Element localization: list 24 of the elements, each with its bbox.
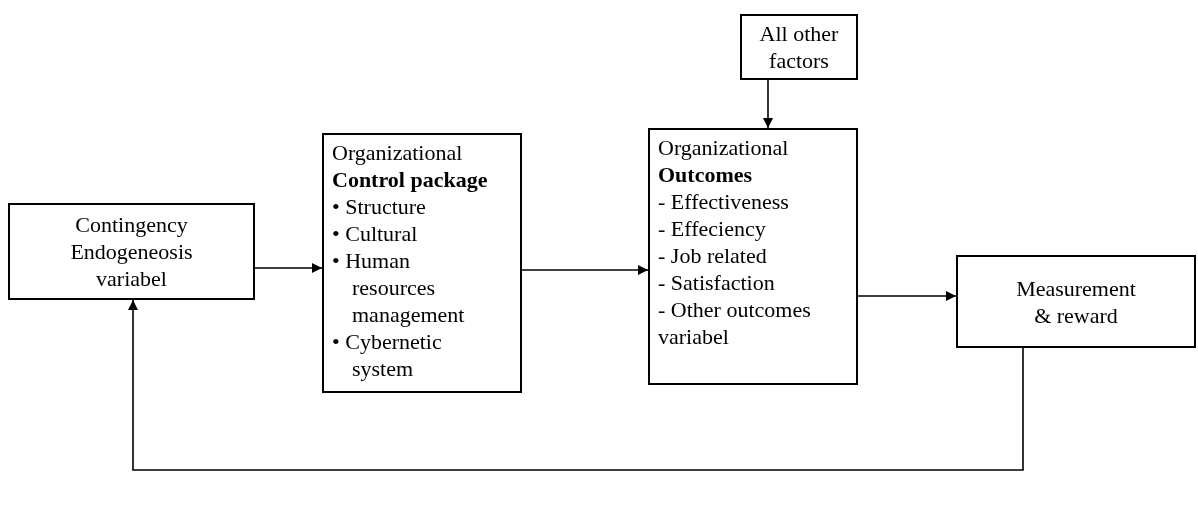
box-heading: Organizational Control package bbox=[332, 139, 489, 193]
box-label: Contingency Endogeneosis variabel bbox=[69, 211, 194, 292]
box-label: All other factors bbox=[758, 20, 840, 74]
arrow bbox=[254, 263, 323, 273]
process-box bbox=[740, 14, 858, 80]
list-item: - Satisfaction bbox=[658, 269, 776, 296]
bullet-item: • Cultural bbox=[332, 220, 419, 247]
list-item: - Effectiveness bbox=[658, 188, 790, 215]
bullet-item: • Human resources management bbox=[332, 247, 466, 328]
box-heading: Organizational Outcomes bbox=[658, 134, 790, 188]
bullet-item: • Structure bbox=[332, 193, 427, 220]
process-box bbox=[8, 203, 255, 300]
box-label: Measurement & reward bbox=[1015, 274, 1137, 329]
process-box bbox=[956, 255, 1196, 348]
process-box bbox=[322, 133, 522, 393]
bullet-item: • Cybernetic system bbox=[332, 328, 443, 382]
list-item: - Effeciency bbox=[658, 215, 767, 242]
arrow bbox=[521, 265, 649, 275]
list-item: - Job related bbox=[658, 242, 768, 269]
arrow bbox=[763, 79, 773, 129]
process-box bbox=[648, 128, 858, 385]
arrow bbox=[857, 291, 957, 301]
arrow bbox=[128, 299, 1024, 471]
list-item: - Other outcomes variabel bbox=[658, 296, 812, 350]
